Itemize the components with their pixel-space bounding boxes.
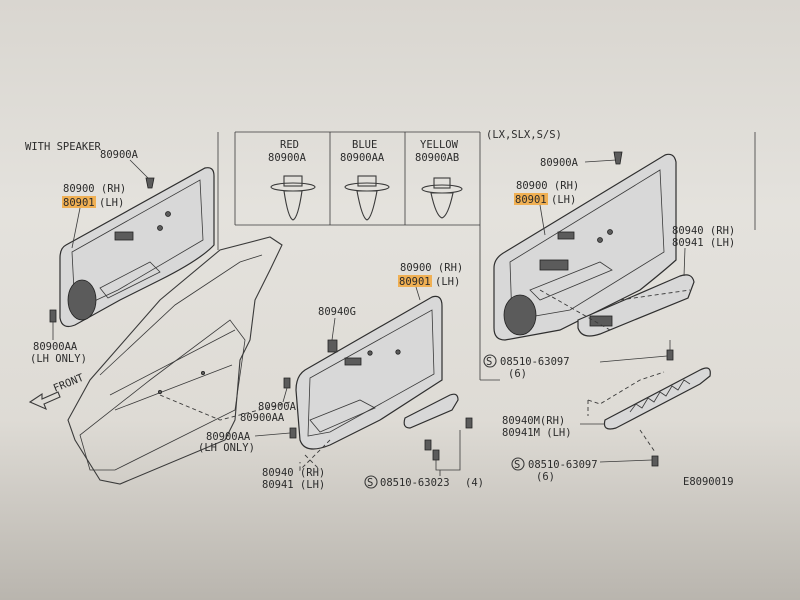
r-label-80941M-lh: 80941M (LH) [502, 427, 572, 439]
door-shell [67, 236, 283, 485]
r-label-80940-rh: 80940 (RH) [672, 225, 735, 237]
clip-part-red: 80900A [268, 152, 307, 164]
c-s-symbol [364, 475, 378, 489]
clip-icon-blue [344, 175, 390, 221]
front-arrow [28, 391, 61, 411]
l-label-80901: 80901 [63, 197, 95, 209]
l-label-80900-rh: 80900 (RH) [63, 183, 126, 195]
l-label-80900A: 80900A [100, 149, 139, 161]
center-armrest [403, 393, 459, 429]
right-armrest [577, 274, 695, 337]
clip-icon-yellow [421, 177, 463, 219]
clip-part-yellow: 80900AB [415, 152, 459, 164]
clip-icon-red [270, 175, 316, 221]
c-label-80940-rh: 80940 (RH) [262, 467, 325, 479]
r-label-screw1-qty: (6) [508, 368, 527, 380]
l-clip-icon [145, 177, 155, 189]
r-screw1-icon [666, 349, 674, 361]
r-label-80900-rh: 80900 (RH) [516, 180, 579, 192]
r-clip-icon [613, 151, 623, 165]
c-label-80941-lh: 80941 (LH) [262, 479, 325, 491]
title-with-speaker: WITH SPEAKER [25, 141, 102, 153]
c-s-letter: S [367, 477, 373, 489]
r-screw2-icon [651, 455, 659, 467]
clip-table: RED 80900A BLUE 80900AA YELLOW 80900AB [268, 139, 463, 221]
l-clip-aa-icon [49, 309, 57, 323]
c-label-80901-suffix: (LH) [435, 276, 460, 288]
c-clip-icon [283, 377, 291, 389]
c-label-screw: 08510-63023 [380, 477, 450, 489]
r-label-80901: 80901 [515, 194, 547, 206]
c-label-80900-rh: 80900 (RH) [400, 262, 463, 274]
r-label-screw2-qty: (6) [536, 471, 555, 483]
title-trim-levels: (LX,SLX,S/S) [486, 129, 562, 141]
frame-lines [217, 131, 756, 381]
c-label-80940G: 80940G [318, 306, 356, 318]
clip-part-blue: 80900AA [340, 152, 385, 164]
diagram-code: E8090019 [683, 476, 734, 488]
c-label-screw-qty: (4) [465, 477, 484, 489]
clip-color-blue: BLUE [352, 139, 377, 151]
l-label-80901-suffix: (LH) [99, 197, 124, 209]
clip-color-yellow: YELLOW [420, 139, 459, 151]
l-label-lh-only: (LH ONLY) [30, 353, 87, 365]
c-label-80901: 80901 [399, 276, 431, 288]
l-label-80900AA: 80900AA [33, 341, 78, 353]
l-highlight [62, 196, 96, 208]
r-label-80941-lh: 80941 (LH) [672, 237, 735, 249]
r-label-80900A: 80900A [540, 157, 579, 169]
r-s-letter-2: S [514, 459, 520, 471]
c-clip-g-icon [327, 339, 338, 353]
clip-color-red: RED [280, 139, 299, 151]
r-highlight [514, 193, 548, 205]
front-label: FRONT [52, 372, 86, 395]
c-label-80900AA: 80900AA [240, 412, 285, 424]
c-highlight [398, 275, 432, 287]
r-label-80901-suffix: (LH) [551, 194, 576, 206]
left-door-panel [59, 167, 215, 328]
right-pull-handle [603, 367, 711, 430]
r-label-screw2: 08510-63097 [528, 459, 598, 471]
c-label-80900AA-2: 80900AA [206, 431, 251, 443]
center-door-panel [295, 295, 443, 450]
c-label-lh-only: (LH ONLY) [198, 442, 255, 454]
r-s-letter-1: S [486, 356, 492, 368]
c-label-80900A: 80900A [258, 401, 297, 413]
r-s-symbol-2 [511, 457, 525, 471]
r-label-screw1: 08510-63097 [500, 356, 570, 368]
c-clip-aa-icon [289, 427, 297, 439]
c-screw-icons [424, 417, 473, 461]
r-s-symbol-1 [483, 354, 497, 368]
r-label-80940M-rh: 80940M(RH) [502, 415, 565, 427]
